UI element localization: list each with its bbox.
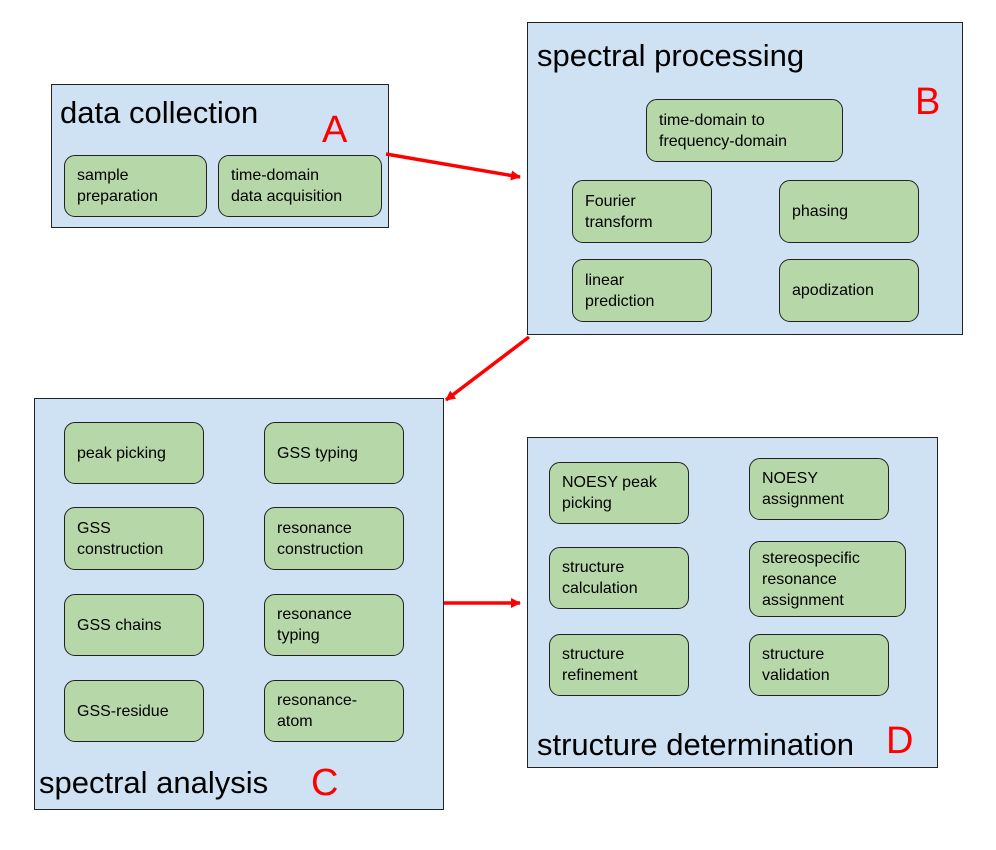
panel-data-collection: data collection A sample preparation tim…	[51, 84, 389, 228]
step-structure-refinement: structure refinement	[549, 634, 689, 696]
panel-structure-determination: NOESY peak picking NOESY assignment stru…	[527, 437, 938, 768]
arrow-a-to-b	[385, 152, 521, 181]
panel-letter-b: B	[915, 81, 941, 123]
step-time-domain-data-acquisition: time-domain data acquisition	[218, 155, 382, 217]
step-apodization: apodization	[779, 259, 919, 322]
panel-letter-c: C	[311, 762, 339, 804]
panel-spectral-processing: spectral processing B time-domain to fre…	[527, 22, 963, 335]
panel-title-structure-determination: structure determination	[537, 727, 855, 762]
step-resonance-construction: resonance construction	[264, 507, 404, 570]
step-gss-chains: GSS chains	[64, 594, 204, 656]
step-resonance-typing: resonance typing	[264, 594, 404, 656]
panel-letter-d: D	[886, 720, 914, 762]
step-structure-calculation: structure calculation	[549, 547, 689, 609]
panel-letter-a: A	[322, 109, 348, 151]
step-gss-typing: GSS typing	[264, 422, 404, 484]
step-resonance-atom: resonance- atom	[264, 680, 404, 742]
panel-spectral-analysis: peak picking GSS typing GSS construction…	[34, 398, 444, 810]
step-noesy-peak-picking: NOESY peak picking	[549, 462, 689, 524]
step-gss-residue: GSS-residue	[64, 680, 204, 742]
step-time-to-frequency-domain: time-domain to frequency-domain	[646, 99, 843, 162]
step-peak-picking: peak picking	[64, 422, 204, 484]
step-noesy-assignment: NOESY assignment	[749, 458, 889, 520]
panel-title-spectral-analysis: spectral analysis	[39, 765, 269, 800]
step-linear-prediction: linear prediction	[572, 259, 712, 322]
panel-title-spectral-processing: spectral processing	[537, 38, 805, 73]
step-structure-validation: structure validation	[749, 634, 889, 696]
step-phasing: phasing	[779, 180, 919, 243]
step-stereospecific-resonance-assignment: stereospecific resonance assignment	[749, 541, 906, 617]
step-fourier-transform: Fourier transform	[572, 180, 712, 243]
panel-title-data-collection: data collection	[60, 95, 259, 130]
step-sample-preparation: sample preparation	[64, 155, 207, 217]
arrow-b-to-c	[444, 335, 531, 402]
step-gss-construction: GSS construction	[64, 507, 204, 570]
